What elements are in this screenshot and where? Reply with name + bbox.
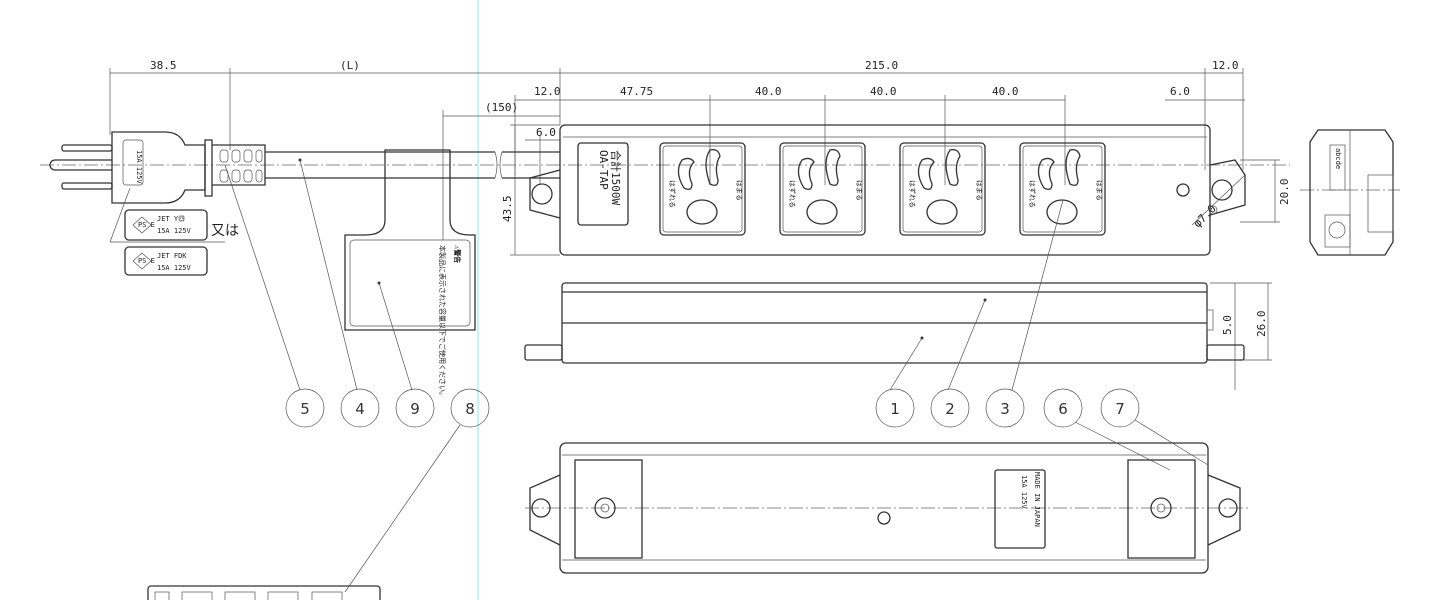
balloon: 2 <box>930 388 970 428</box>
outlet-right-text: はまる <box>855 180 863 201</box>
outlet-left-text: はずれる <box>1028 180 1037 208</box>
dim-cord-length: (L) <box>340 59 360 72</box>
balloon: 6 <box>1043 388 1083 428</box>
balloon: 5 <box>285 388 325 428</box>
ground-slot <box>806 199 838 225</box>
slot-right <box>945 148 961 186</box>
balloon: 4 <box>340 388 380 428</box>
balloon-number: 8 <box>465 400 475 418</box>
dim-plug-length: 38.5 <box>150 59 177 72</box>
warning-body: 本製品に表示された容量以下でご使用ください。 <box>438 245 447 399</box>
bottom-rating: 15A 125V <box>1020 475 1028 510</box>
ps-mark-b: PS E <box>138 257 155 265</box>
balloons: 5 4 9 8 1 2 3 6 7 <box>285 388 1140 428</box>
balloon: 1 <box>875 388 915 428</box>
slot-left <box>677 157 695 190</box>
strip-end-view: abcde <box>1309 129 1394 256</box>
outlet-right-text: はまる <box>735 180 743 201</box>
dim-foot-height: 5.0 <box>1221 315 1234 335</box>
dim-pitch-1: 40.0 <box>755 85 782 98</box>
strip-capacity: 合計1500W <box>609 150 623 205</box>
balloon-number: 2 <box>945 400 955 418</box>
outlet: はずれる はまる <box>779 142 866 236</box>
end-code: abcde <box>1334 148 1342 169</box>
dim-pitch-3: 40.0 <box>992 85 1019 98</box>
balloon-number: 4 <box>355 400 365 418</box>
outlet-right-text: はまる <box>1095 180 1103 201</box>
balloon-number: 7 <box>1115 400 1125 418</box>
plug: 15A 125V <box>49 131 266 204</box>
dim-right-hole: 6.0 <box>1170 85 1190 98</box>
dim-pitch-2: 40.0 <box>870 85 897 98</box>
strip-logo: OA-TAP <box>597 150 610 190</box>
balloon: 8 <box>450 388 490 428</box>
balloon-number: 6 <box>1058 400 1068 418</box>
leader-lines <box>224 159 1209 593</box>
warning-title: ⚠警告 <box>453 245 462 263</box>
ground-slot <box>686 199 718 225</box>
outlet-left-text: はずれる <box>668 180 677 208</box>
cord <box>265 151 560 179</box>
bottom-origin: MADE IN JAPAN <box>1033 472 1041 527</box>
mark-b-top: JET FDK <box>157 252 187 260</box>
balloon: 3 <box>985 388 1025 428</box>
plug-mark-text: 15A 125V <box>135 150 143 185</box>
slot-left <box>1037 157 1055 190</box>
or-text: 又は <box>211 223 239 239</box>
outlet-right-text: はまる <box>975 180 983 201</box>
balloon-number: 1 <box>890 400 900 418</box>
dim-right-tab: 12.0 <box>1212 59 1239 72</box>
strip-partial-view <box>147 585 381 600</box>
balloon: 7 <box>1100 388 1140 428</box>
ground-slot <box>1046 199 1078 225</box>
slot-right <box>705 148 721 186</box>
mark-b-rating: 15A 125V <box>157 264 192 272</box>
slot-right <box>825 148 841 186</box>
outlet: はずれる はまる <box>899 142 986 236</box>
outlets: はずれる はまる はずれる はまる はずれる はまる はずれる はまる <box>659 142 1106 236</box>
ground-slot <box>926 199 958 225</box>
slot-right <box>1065 148 1081 186</box>
dim-body-length: 215.0 <box>865 59 898 72</box>
dim-first-outlet: 47.75 <box>620 85 653 98</box>
balloon: 9 <box>395 388 435 428</box>
outlet-left-text: はずれる <box>908 180 917 208</box>
ps-mark-a: PS E <box>138 221 155 229</box>
dim-tag-position: (150) <box>485 101 518 114</box>
dim-left-tab: 12.0 <box>534 85 561 98</box>
dim-left-hole: 6.0 <box>536 126 556 139</box>
balloon-number: 9 <box>410 400 420 418</box>
dim-tab-width: 20.0 <box>1278 179 1291 206</box>
outlet: はずれる はまる <box>1019 142 1106 236</box>
mark-a-top: JET Y㊃ <box>157 215 185 223</box>
mark-a-rating: 15A 125V <box>157 227 192 235</box>
strip-bottom-view: 15A 125V MADE IN JAPAN <box>529 442 1241 574</box>
dim-body-width: 43.5 <box>501 196 514 223</box>
outlet: はずれる はまる <box>659 142 746 236</box>
outlet-left-text: はずれる <box>788 180 797 208</box>
balloon-number: 3 <box>1000 400 1010 418</box>
strip-side-view <box>524 282 1245 364</box>
strip-top-view: OA-TAP 合計1500W <box>529 124 1246 256</box>
slot-left <box>797 157 815 190</box>
warning-tag: ⚠警告 本製品に表示された容量以下でご使用ください。 <box>344 149 476 399</box>
dim-body-height: 26.0 <box>1255 311 1268 338</box>
plug-mark-options: PS E JET Y㊃ 15A 125V 又は PS E JET FDK 15A… <box>109 187 239 276</box>
slot-left <box>917 157 935 190</box>
balloon-number: 5 <box>300 400 310 418</box>
